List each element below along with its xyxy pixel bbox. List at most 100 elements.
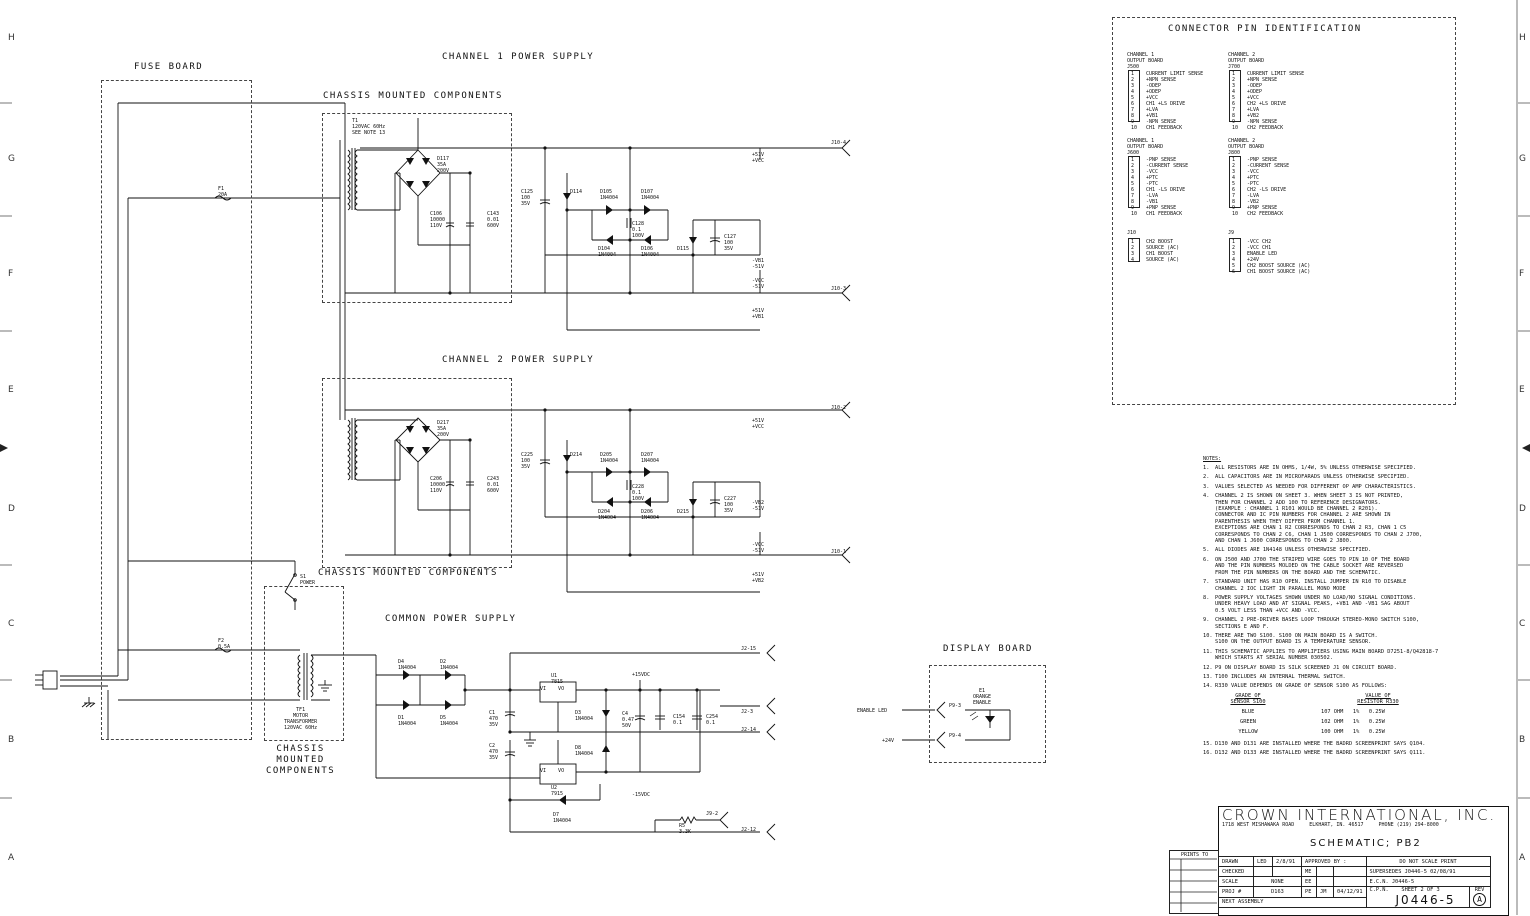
zone-label-right-e: E	[1519, 385, 1525, 395]
note-item: 2. ALL CAPACITORS ARE IN MICROFARADS UNLE…	[1203, 474, 1503, 480]
channel-1-power-supply-heading: CHANNEL 1 POWER SUPPLY	[442, 52, 595, 62]
d114-label: D114	[570, 189, 583, 195]
u1-label: U1 7815	[551, 673, 564, 685]
display-board-outline	[929, 665, 1046, 763]
pin-table-j800-signals: -PNP SENSE -CURRENT SENSE -VCC +PTC -PTC…	[1247, 157, 1290, 217]
company-address: 1718 WEST MISHAWAKA ROAD ELKHART, IN. 46…	[1222, 822, 1439, 828]
chassis-components-ch1-outline	[322, 113, 512, 303]
chassis-components-ch2-outline	[322, 378, 512, 568]
chassis-mounted-components-mid-heading: CHASSIS MOUNTED COMPONENTS	[318, 568, 498, 578]
pin-table-j600-pins: 1 2 3 4 5 6 7 8 9 10	[1128, 156, 1140, 217]
rail-label-4: +51V +VB1	[752, 308, 765, 320]
display-board-heading: DISPLAY BOARD	[943, 644, 1033, 654]
next-assembly-label: NEXT ASSEMBLY	[1218, 896, 1367, 908]
note-text: CHANNEL 2 IS SHOWN ON SHEET 3. WHEN SHEE…	[1215, 493, 1423, 545]
c243-label: C243 0.01 600V	[487, 476, 500, 494]
plus-24v-label: +24V	[882, 738, 895, 744]
channel-2-power-supply-heading: CHANNEL 2 POWER SUPPLY	[442, 355, 595, 365]
note-number: 2.	[1203, 474, 1210, 481]
c127-label: C127 100 35V	[724, 234, 737, 252]
enable-led-label: ENABLE LED	[857, 708, 888, 714]
rail-label-1: +51V +VCC	[752, 152, 765, 164]
note-number: 16.	[1203, 750, 1213, 757]
d7-label: D7 1N4004	[553, 812, 572, 824]
connector-j2-14: J2-14	[741, 727, 757, 733]
note-number: 3.	[1203, 483, 1210, 490]
cpn-label: C.P.N.	[1369, 887, 1389, 893]
note-number: 12.	[1203, 664, 1213, 671]
zone-label-left-h: H	[8, 33, 15, 43]
d206-label: D206 1N4004	[641, 509, 660, 521]
pin-table-j10-pins: 1 2 3 4	[1128, 238, 1140, 263]
d105-label: D105 1N4004	[600, 189, 619, 201]
u2-label: U2 7915	[551, 785, 564, 797]
fuse-board-heading: FUSE BOARD	[134, 62, 204, 72]
ecn: E.C.N. J0446-5	[1365, 876, 1491, 887]
pin-table-j800-pins: 1 2 3 4 5 6 7 8 9 10	[1229, 156, 1241, 217]
zone-label-right-f: F	[1519, 269, 1525, 279]
zone-label-right-h: H	[1519, 33, 1526, 43]
connector-j2-12: J2-12	[741, 827, 757, 833]
resistor-value-header: VALUE OF RESISTOR R330	[1357, 692, 1399, 706]
note-text: D132 AND D133 ARE INSTALLED WHERE THE BA…	[1215, 750, 1426, 757]
note-text: ALL CAPACITORS ARE IN MICROFARADS UNLESS…	[1215, 474, 1410, 481]
rev-label: REV	[1474, 887, 1485, 893]
c143-label: C143 0.01 600V	[487, 211, 500, 229]
c4-label: C4 0.47 50V	[622, 711, 635, 729]
note-text: STANDARD UNIT HAS R10 OPEN. INSTALL JUMP…	[1215, 579, 1407, 592]
d107-label: D107 1N4004	[641, 189, 660, 201]
note-number: 4.	[1203, 493, 1210, 500]
connector-p9-4: P9-4	[949, 733, 962, 739]
c154-label: C154 0.1	[673, 714, 686, 726]
zone-label-left-d: D	[8, 504, 15, 514]
connector-p9-3: P9-3	[949, 703, 962, 709]
note-item: 11.THIS SCHEMATIC APPLIES TO AMPLIFIERS …	[1203, 649, 1503, 662]
note-text: ALL DIODES ARE 1N4148 UNLESS OTHERWISE S…	[1215, 547, 1372, 554]
note-text: CHANNEL 2 PRE-DRIVER BASES LOOP THROUGH …	[1215, 617, 1420, 630]
d8-label: D8 1N4004	[575, 745, 594, 757]
d117-label: D117 35A 200V	[437, 156, 450, 174]
note-item: 5. ALL DIODES ARE 1N4148 UNLESS OTHERWISE…	[1203, 547, 1503, 553]
sheet-number: SHEET 2 OF 3	[1401, 887, 1440, 893]
note-text: ON J500 AND J700 THE STRIPED WIRE GOES T…	[1215, 556, 1410, 576]
rail-label-7: -VCC -51V	[752, 542, 765, 554]
note-text: P9 ON DISPLAY BOARD IS SILK SCREENED J1 …	[1215, 664, 1397, 671]
pin-table-j700-title: CHANNEL 2 OUTPUT BOARD J700	[1228, 52, 1265, 70]
d215-label: D215	[677, 509, 690, 515]
pe-date: 04/12/91	[1333, 886, 1367, 898]
connector-j10-2: J10-2	[831, 405, 847, 411]
c1-label: C1 470 35V	[489, 710, 499, 728]
note-item: 8.POWER SUPPLY VOLTAGES SHOWN UNDER NO L…	[1203, 595, 1503, 614]
plus-15vdc-label: +15VDC	[632, 672, 651, 678]
note-number: 14.	[1203, 683, 1213, 690]
sensor-grade-table: GRADE OF SENSOR S100 VALUE OF RESISTOR R…	[1223, 693, 1503, 736]
r5-label: R5 3.3K	[679, 823, 692, 835]
rail-label-2: -VB1 -51V	[752, 258, 765, 270]
sensor-grade: BLUE	[1241, 708, 1255, 715]
c2-label: C2 470 35V	[489, 743, 499, 761]
pin-table-j10-signals: CH2 BOOST SOURCE (AC) CH1 BOOST SOURCE (…	[1146, 239, 1180, 263]
drawn-by: LED	[1253, 856, 1273, 867]
connector-j10-3: J10-3	[831, 286, 847, 292]
note-item: 4. CHANNEL 2 IS SHOWN ON SHEET 3. WHEN SH…	[1203, 493, 1503, 544]
pe-label: PE	[1301, 886, 1317, 898]
note-item: 6.ON J500 AND J700 THE STRIPED WIRE GOES…	[1203, 557, 1503, 576]
notes-list-continued: 15.D130 AND D131 ARE INSTALLED WHERE THE…	[1203, 741, 1503, 757]
proj-label: PROJ #	[1218, 886, 1254, 898]
chassis-mounted-components-top-heading: CHASSIS MOUNTED COMPONENTS	[323, 91, 503, 101]
chassis-mounted-components-bottom-heading: CHASSIS MOUNTED COMPONENTS	[266, 744, 336, 776]
note-number: 5.	[1203, 547, 1210, 554]
c206-label: C206 10000 110V	[430, 476, 446, 494]
zone-label-left-e: E	[8, 385, 14, 395]
pe-by: JM	[1316, 886, 1334, 898]
rail-label-5: +51V +VCC	[752, 418, 765, 430]
minus-15vdc-label: -15VDC	[632, 792, 651, 798]
d1-label: D1 1N4004	[398, 715, 417, 727]
pin-table-j500-title: CHANNEL 1 OUTPUT BOARD J500	[1127, 52, 1164, 70]
zone-label-right-g: G	[1519, 154, 1526, 164]
d214-label: D214	[570, 452, 583, 458]
